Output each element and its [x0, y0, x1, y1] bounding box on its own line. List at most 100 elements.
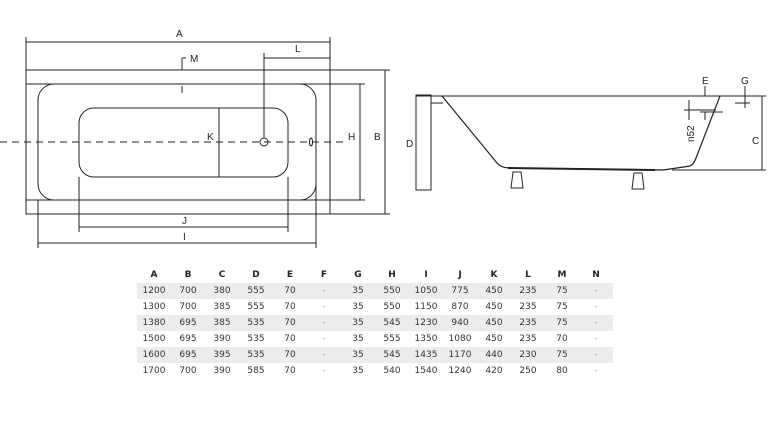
- table-cell: 1080: [448, 334, 472, 344]
- table-cell: 70: [284, 366, 296, 376]
- tub-rim: [37, 83, 317, 201]
- label-M: M: [190, 54, 198, 65]
- outer-frame: [25, 69, 331, 215]
- table-cell: 70: [284, 302, 296, 312]
- label-L: L: [295, 44, 301, 55]
- label-K: K: [207, 132, 214, 143]
- table-cell: -: [307, 283, 341, 299]
- table-cell: 545: [375, 347, 409, 363]
- table-cell: 250: [519, 366, 537, 376]
- table-cell: 1540: [414, 366, 438, 376]
- table-cell: -: [579, 347, 613, 363]
- table-cell: -: [322, 334, 326, 344]
- label-C: C: [752, 136, 759, 147]
- table-cell: 450: [477, 283, 511, 299]
- table-cell: 235: [511, 283, 545, 299]
- table-cell: 585: [247, 366, 265, 376]
- table-cell: 1230: [409, 315, 443, 331]
- column-header: G: [354, 270, 362, 280]
- table-cell: 235: [519, 302, 537, 312]
- table-cell: 380: [205, 283, 239, 299]
- label-B: B: [374, 132, 381, 143]
- table-cell: -: [594, 302, 598, 312]
- column-header: L: [525, 270, 531, 280]
- table-cell: 555: [383, 334, 401, 344]
- table-cell: 70: [273, 315, 307, 331]
- table-cell: 1300: [142, 302, 166, 312]
- table-cell: 80: [556, 366, 568, 376]
- table-cell: 235: [511, 315, 545, 331]
- label-J: J: [182, 216, 187, 227]
- table-cell: 75: [545, 283, 579, 299]
- table-cell: 385: [213, 302, 231, 312]
- table-cell: 35: [341, 315, 375, 331]
- table-cell: -: [579, 315, 613, 331]
- table-cell: 35: [352, 302, 364, 312]
- foot-icon: [510, 171, 524, 189]
- table-cell: 550: [383, 302, 401, 312]
- table-cell: 440: [477, 347, 511, 363]
- label-H: H: [348, 132, 355, 143]
- table-cell: 70: [556, 334, 568, 344]
- table-cell: 555: [239, 283, 273, 299]
- table-cell: 70: [273, 347, 307, 363]
- table-cell: 700: [179, 302, 197, 312]
- table-cell: 70: [284, 334, 296, 344]
- table-cell: 775: [443, 283, 477, 299]
- table-cell: 940: [443, 315, 477, 331]
- tub-profile: [441, 95, 721, 171]
- side-view: [415, 86, 766, 191]
- column-header: E: [286, 270, 294, 280]
- table-cell: 545: [375, 315, 409, 331]
- table-cell: 1200: [137, 283, 171, 299]
- table-cell: 35: [341, 283, 375, 299]
- label-G: G: [741, 76, 749, 87]
- table-cell: 550: [375, 283, 409, 299]
- table-cell: 1600: [137, 347, 171, 363]
- table-cell: 1350: [414, 334, 438, 344]
- table-cell: 700: [179, 366, 197, 376]
- table-cell: 535: [247, 334, 265, 344]
- table-cell: 700: [171, 283, 205, 299]
- column-header: I: [424, 270, 428, 280]
- table-cell: 555: [247, 302, 265, 312]
- table-cell: 1150: [414, 302, 438, 312]
- table-cell: 1500: [142, 334, 166, 344]
- column-header: F: [320, 270, 328, 280]
- table-cell: 695: [171, 315, 205, 331]
- table-cell: 535: [239, 347, 273, 363]
- table-cell: 390: [213, 366, 231, 376]
- table-cell: 390: [213, 334, 231, 344]
- column-header: N: [592, 270, 600, 280]
- side-panel: [415, 94, 432, 191]
- table-cell: 1380: [137, 315, 171, 331]
- table-cell: 420: [485, 366, 503, 376]
- top-view: [0, 37, 390, 248]
- table-cell: 75: [556, 302, 568, 312]
- table-cell: 450: [485, 302, 503, 312]
- label-I: I: [183, 232, 186, 243]
- table-cell: 1170: [443, 347, 477, 363]
- table-cell: -: [594, 334, 598, 344]
- table-cell: 695: [171, 347, 205, 363]
- label-E: E: [702, 76, 709, 87]
- column-header: M: [557, 270, 567, 280]
- column-header: J: [458, 270, 462, 280]
- table-cell: 230: [511, 347, 545, 363]
- table-cell: 535: [239, 315, 273, 331]
- label-A: A: [176, 29, 183, 40]
- table-cell: 35: [352, 334, 364, 344]
- table-cell: 395: [205, 347, 239, 363]
- table-cell: 235: [519, 334, 537, 344]
- table-cell: -: [594, 366, 598, 376]
- table-cell: 35: [352, 366, 364, 376]
- column-header: C: [218, 270, 226, 280]
